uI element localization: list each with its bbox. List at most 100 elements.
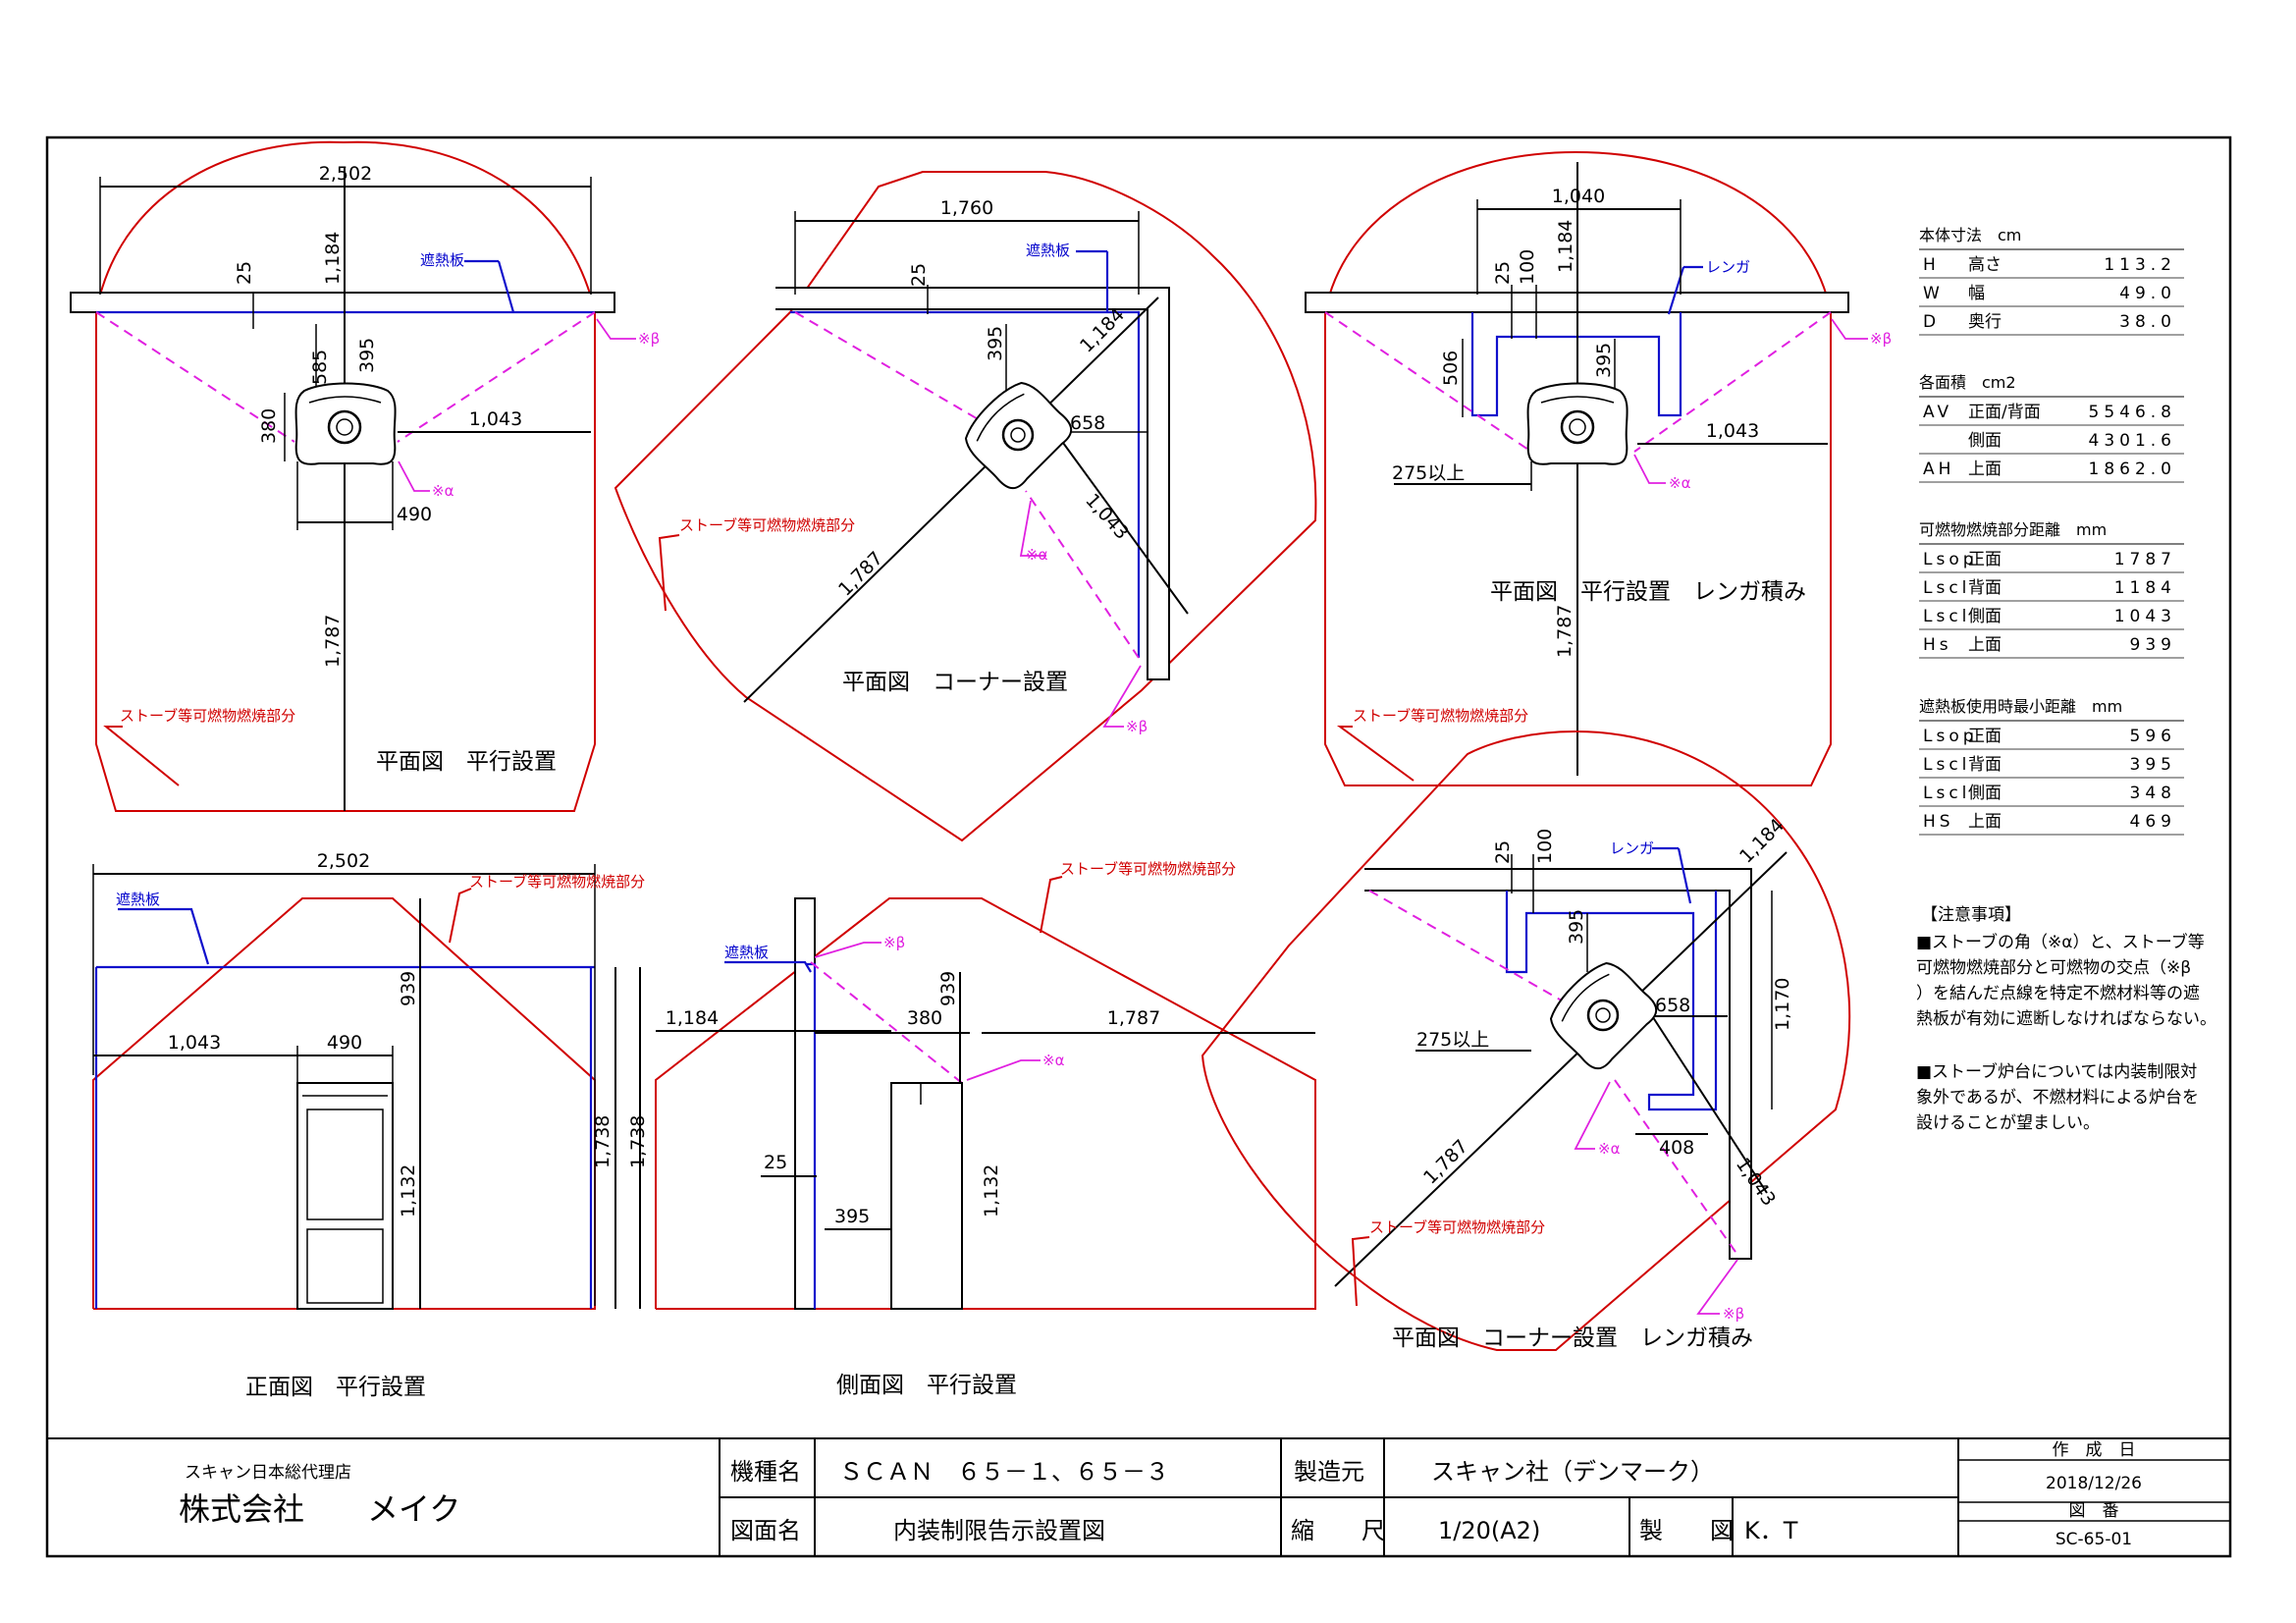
- beta-label: ※β: [1870, 330, 1892, 348]
- spec-key: Lscl: [1923, 607, 1970, 626]
- spec-value: 5546.8: [2089, 403, 2176, 422]
- spec-value: 1043: [2114, 607, 2176, 626]
- combustible-label: ストーブ等可燃物燃焼部分: [1353, 707, 1528, 725]
- spec-value: 939: [2130, 635, 2176, 655]
- plan-parallel-view: 2,502 25 1,184 395 585 380 1,043 490 1,7…: [70, 140, 660, 812]
- drafter-value: K．T: [1744, 1517, 1798, 1544]
- stove-handle: [1540, 396, 1615, 404]
- wall: [70, 292, 615, 313]
- maker-label: 製造元: [1294, 1458, 1364, 1486]
- combustible-leader: [1040, 876, 1063, 934]
- dim-stove-depth: 380: [907, 1007, 942, 1029]
- spec-value: 469: [2130, 812, 2176, 832]
- dim-clearance: 25: [1492, 261, 1514, 285]
- shield-label: 遮熱板: [1026, 242, 1070, 259]
- shield-label: 遮熱板: [420, 251, 464, 269]
- date-value: 2018/12/26: [2046, 1474, 2142, 1493]
- notes-title: 【注意事項】: [1921, 905, 2021, 925]
- title-block: スキャン日本総代理店 株式会社 メイク 機種名 ＳＣＡＮ ６５－１、６５－３ 製…: [47, 1437, 2230, 1556]
- sight-line: [1025, 490, 1140, 659]
- spec-key: Hs: [1923, 635, 1952, 655]
- spec-label: 上面: [1968, 460, 2002, 479]
- combustible-leader: [103, 726, 180, 786]
- dim-side: 1,043: [469, 408, 522, 430]
- dim-side-clear: 658: [1655, 995, 1690, 1016]
- company-name: 株式会社 メイク: [179, 1490, 460, 1528]
- spec-value: 1787: [2114, 550, 2176, 569]
- stove-top-view: [1549, 961, 1658, 1070]
- stove-side-view: [890, 1082, 963, 1310]
- shield-callout-leader: [497, 260, 515, 313]
- scale-value: 1/20(A2): [1438, 1517, 1540, 1544]
- model-value: ＳＣＡＮ ６５－１、６５－３: [839, 1458, 1169, 1486]
- burner-circle: [327, 409, 362, 445]
- brick-label: レンガ: [1610, 839, 1654, 857]
- stove-handle: [308, 396, 382, 404]
- spec-key: Lscl: [1923, 578, 1970, 598]
- sight-line: [1324, 311, 1532, 453]
- diag-dim: [743, 297, 1159, 703]
- spec-value: 113.2: [2104, 255, 2176, 275]
- spec-label: 奥行: [1968, 312, 2002, 332]
- shield-callout-leader: [118, 907, 210, 965]
- combustible-label: ストーブ等可燃物燃焼部分: [120, 707, 295, 725]
- plan-corner-view: 1,760 25 1,184 395 658 1,043 1,787 遮熱板 ※…: [614, 171, 1317, 842]
- wall-corner: [775, 287, 1170, 680]
- dim-side: 1,043: [1706, 420, 1759, 442]
- spec-label: 幅: [1968, 284, 1985, 303]
- combustible-label: ストーブ等可燃物燃焼部分: [469, 873, 645, 891]
- combustible-label: ストーブ等可燃物燃焼部分: [679, 516, 855, 534]
- beta-leader: [596, 318, 636, 340]
- spec-value: 1184: [2114, 578, 2176, 598]
- dim-shield: 395: [1593, 343, 1615, 378]
- spec-title: 各面積 cm2: [1919, 373, 2016, 392]
- diag-dim: [1334, 851, 1788, 1287]
- spec-label: 正面: [1968, 727, 2002, 746]
- alpha-label: ※α: [1598, 1140, 1621, 1158]
- spec-key: HS: [1923, 812, 1954, 832]
- beta-label: ※β: [638, 330, 660, 348]
- shield-label: 遮熱板: [724, 944, 769, 961]
- spec-key: W: [1923, 284, 1944, 303]
- sight-line: [1368, 890, 1581, 1012]
- spec-label: 高さ: [1968, 255, 2002, 275]
- dim-side: 1,043: [1081, 490, 1133, 544]
- spec-label: 側面: [1968, 607, 2002, 626]
- alpha-leader: [1574, 1081, 1611, 1150]
- date-label: 作 成 日: [2053, 1440, 2136, 1460]
- shield-label: 遮熱板: [116, 891, 160, 908]
- stove-top-view: [294, 382, 397, 465]
- alpha-label: ※α: [1669, 474, 1691, 492]
- combustible-leader: [1336, 726, 1415, 782]
- dim-side: 1,043: [168, 1032, 221, 1054]
- spec-key: D: [1923, 312, 1940, 332]
- notes-panel: 【注意事項】 ■ストーブの角（※α）と、ストーブ等 可燃物燃焼部分と可燃物の交点…: [1916, 905, 2216, 1133]
- scale-label: 縮 尺: [1291, 1517, 1385, 1544]
- dim-front: 1,787: [1107, 1007, 1160, 1029]
- alpha-leader: [398, 460, 430, 492]
- drawing-value: 内装制限告示設置図: [893, 1517, 1105, 1544]
- caption: 平面図 コーナー設置: [842, 670, 1068, 695]
- front-elevation-view: 2,502 1,043 490 939 1,132 1,738 1,738 遮熱…: [92, 850, 649, 1400]
- dim-wall-length: 1,170: [1772, 978, 1793, 1031]
- note-line: 可燃物燃焼部分と可燃物の交点（※β: [1916, 958, 2191, 978]
- brick-label: レンガ: [1706, 258, 1750, 276]
- alpha-leader: [1633, 454, 1666, 484]
- spec-title: 遮熱板使用時最小距離 mm: [1919, 697, 2122, 716]
- stove-door: [306, 1109, 384, 1220]
- combustible-zone-outline: [95, 140, 596, 812]
- spec-label: 側面: [1968, 784, 2002, 803]
- sight-line: [95, 311, 295, 443]
- dim-shield: 395: [1566, 909, 1587, 945]
- sight-line: [1633, 311, 1832, 453]
- number-label: 図 番: [2069, 1501, 2119, 1521]
- dim-back: 1,184: [322, 232, 344, 285]
- dim-top: 939: [398, 971, 419, 1006]
- spec-key: Lscl: [1923, 755, 1970, 775]
- maker-value: スキャン社（デンマーク）: [1431, 1458, 1714, 1486]
- alpha-label: ※α: [1026, 546, 1048, 564]
- brick-wall: [1505, 891, 1718, 1111]
- alpha-label: ※α: [1042, 1052, 1065, 1069]
- spec-key: Lscl: [1923, 784, 1970, 803]
- dim-shield: 395: [985, 326, 1006, 361]
